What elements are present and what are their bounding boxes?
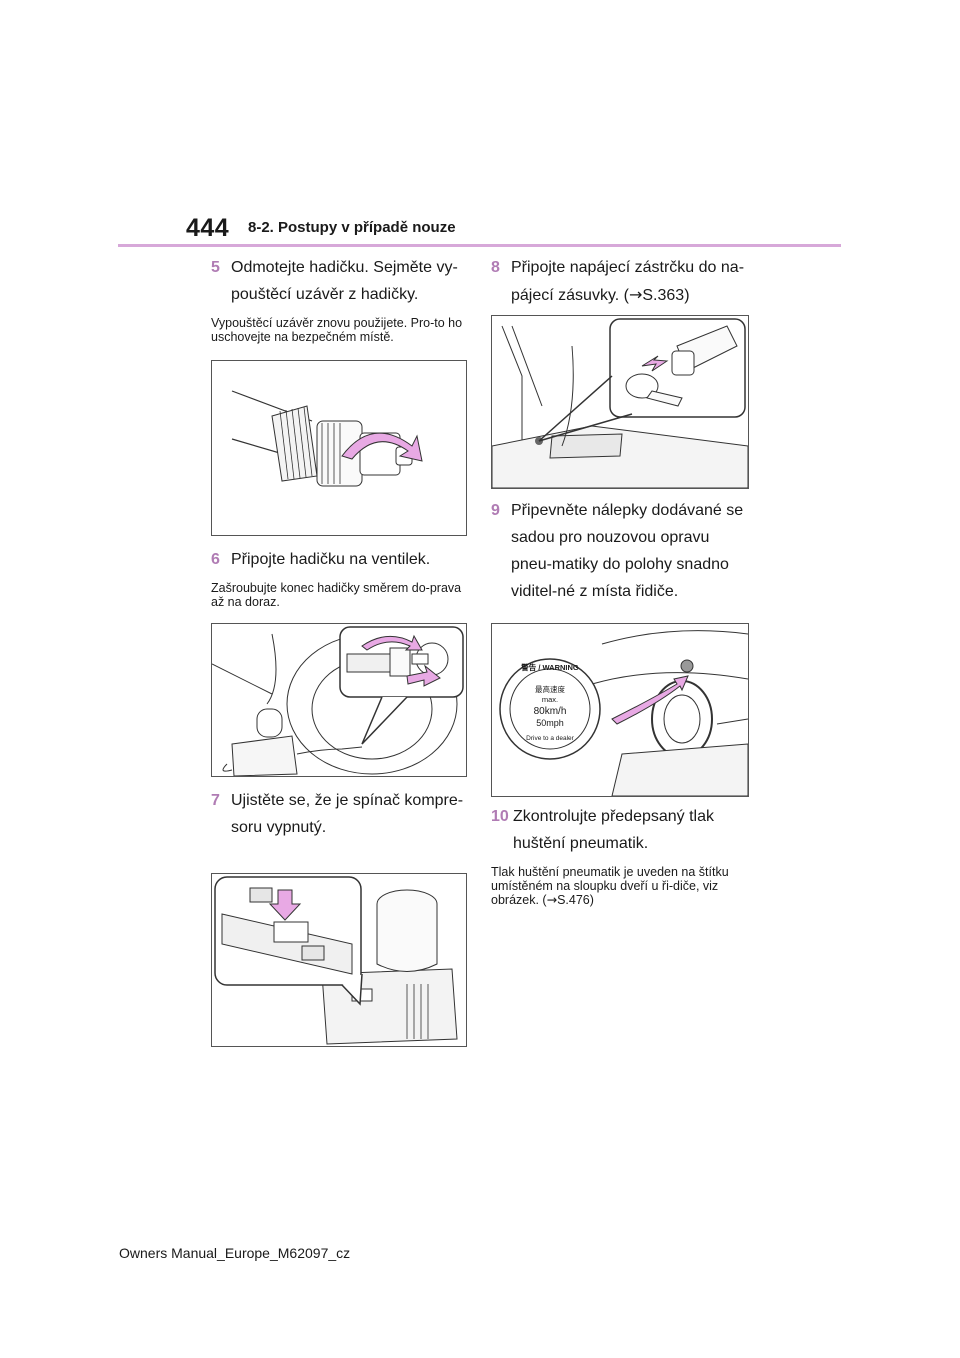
- figure-compressor-switch: [211, 873, 467, 1047]
- step-text: Připojte hadičku na ventilek.: [231, 551, 431, 568]
- step-9: 9 Připevněte nálepky dodávané se sadou p…: [491, 497, 747, 605]
- step-note: Tlak huštění pneumatik je uveden na štít…: [491, 865, 729, 907]
- figure-power-socket: [491, 315, 749, 489]
- sticker-mph: 50mph: [536, 718, 564, 728]
- step-8: 8 Připojte napájecí zástrčku do na-pájec…: [491, 254, 747, 309]
- sticker-max-label: 最高速度: [535, 685, 565, 694]
- figure-warning-sticker: 警告 / WARNING 最高速度 max. 80km/h 50mph Driv…: [491, 623, 749, 797]
- left-column: 5 Odmotejte hadičku. Sejměte vy-pouštěcí…: [211, 254, 467, 1047]
- step-10: 10 Zkontrolujte předepsaný tlak huštění …: [491, 803, 747, 857]
- step-note: Zašroubujte konec hadičky směrem do-prav…: [211, 581, 462, 609]
- step-number: 9: [491, 502, 500, 519]
- step-text: Připojte napájecí zástrčku do na-pájecí …: [511, 259, 745, 304]
- step-number: 8: [491, 259, 500, 276]
- step-7: 7 Ujistěte se, že je spínač kompre-soru …: [211, 787, 467, 841]
- step-text: Zkontrolujte předepsaný tlak huštění pne…: [513, 808, 714, 852]
- step-number: 10: [491, 808, 509, 825]
- step-number: 6: [211, 551, 220, 568]
- step-text: Připevněte nálepky dodávané se sadou pro…: [511, 502, 744, 600]
- figure-hose-cap: [211, 360, 467, 536]
- step-number: 7: [211, 792, 220, 809]
- step-text: Ujistěte se, že je spínač kompre-soru vy…: [231, 792, 464, 836]
- step-text: Odmotejte hadičku. Sejměte vy-pouštěcí u…: [231, 259, 458, 303]
- footer: Owners Manual_Europe_M62097_cz: [119, 1245, 351, 1261]
- step-number: 5: [211, 259, 220, 276]
- section-title: 8-2. Postupy v případě nouze: [248, 219, 456, 236]
- sticker-kmh: 80km/h: [533, 706, 567, 717]
- reference-arrow-icon: →: [628, 285, 643, 304]
- right-column: 8 Připojte napájecí zástrčku do na-pájec…: [491, 254, 749, 907]
- sticker-top-label: 警告 / WARNING: [521, 663, 579, 672]
- step-6: 6 Připojte hadičku na ventilek.: [211, 546, 467, 573]
- reference-arrow-icon: →: [546, 892, 558, 907]
- step-5: 5 Odmotejte hadičku. Sejměte vy-pouštěcí…: [211, 254, 467, 308]
- page-number: 444: [186, 214, 230, 242]
- figure-hose-valve: [211, 623, 467, 777]
- sticker-max: max.: [541, 695, 559, 704]
- header-rule: [118, 244, 841, 247]
- warning-sticker: 警告 / WARNING 最高速度 max. 80km/h 50mph Driv…: [500, 659, 600, 759]
- step-note: Vypouštěcí uzávěr znovu použijete. Pro-t…: [211, 316, 463, 344]
- sticker-bottom-label: Drive to a dealer: [526, 735, 574, 742]
